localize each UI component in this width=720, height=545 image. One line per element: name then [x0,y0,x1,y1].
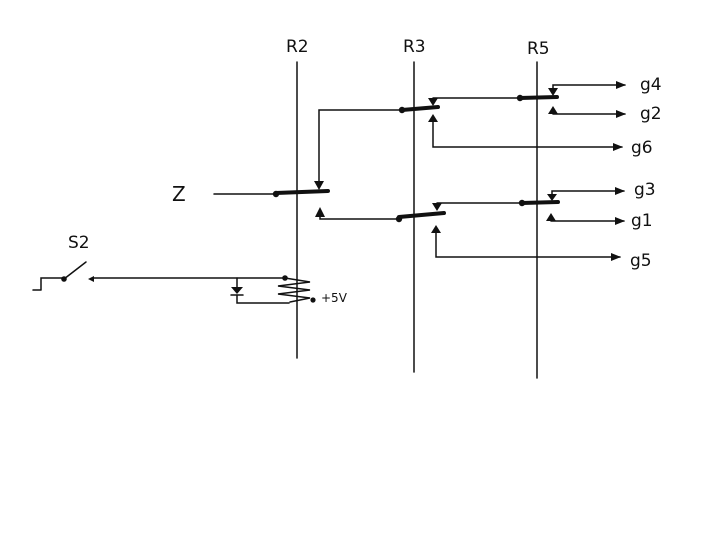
r5-lower-no-arrow [546,213,556,221]
switch-blade [63,261,87,280]
relay-r5-label: R5 [527,39,550,59]
ground-symbol [32,277,63,291]
relay-r3-label: R3 [403,37,426,57]
r3-lower-nc-arrow [432,203,442,211]
g6-wire [432,121,623,151]
output-g5-label: g5 [630,251,652,271]
output-g3-label: g3 [634,180,656,200]
r5-lower-arm [520,200,560,205]
switch-s2-label: S2 [68,233,90,253]
output-g1-label: g1 [631,211,653,231]
r3-upper-nc-arrow [428,98,438,106]
r2-lower-link [319,213,398,220]
input-z-label: Z [172,182,186,206]
coil-bottom-terminal [310,297,316,303]
coil-zigzag [277,277,311,303]
output-g2-label: g2 [640,104,662,124]
r5-upper-nc-arrow [548,88,558,96]
r2-upper-contact-arrow [314,181,324,190]
g3-wire [551,187,625,195]
g5-wire [435,232,621,261]
r5-upper-no-arrow [548,106,558,114]
r5-lower-nc-arrow [547,194,557,201]
r3-lower-arm [397,211,446,219]
supply-label: +5V [321,291,348,305]
output-g6-label: g6 [631,138,653,158]
diode-lead-bottom [236,294,290,304]
r5-upper-arm [518,95,559,100]
r3-upper-no-arrow [428,114,438,122]
r2-upper-link [318,109,403,184]
diode-symbol [231,287,243,294]
g4-wire [552,81,626,89]
r2-lower-contact-arrow [315,207,325,217]
relay-r2-label: R2 [286,37,309,57]
r3-lower-no-arrow [431,225,441,233]
output-g4-label: g4 [640,75,662,95]
switch-right-terminal [88,276,94,282]
r2-contact-arm [274,189,330,195]
r3-upper-arm [400,105,440,112]
